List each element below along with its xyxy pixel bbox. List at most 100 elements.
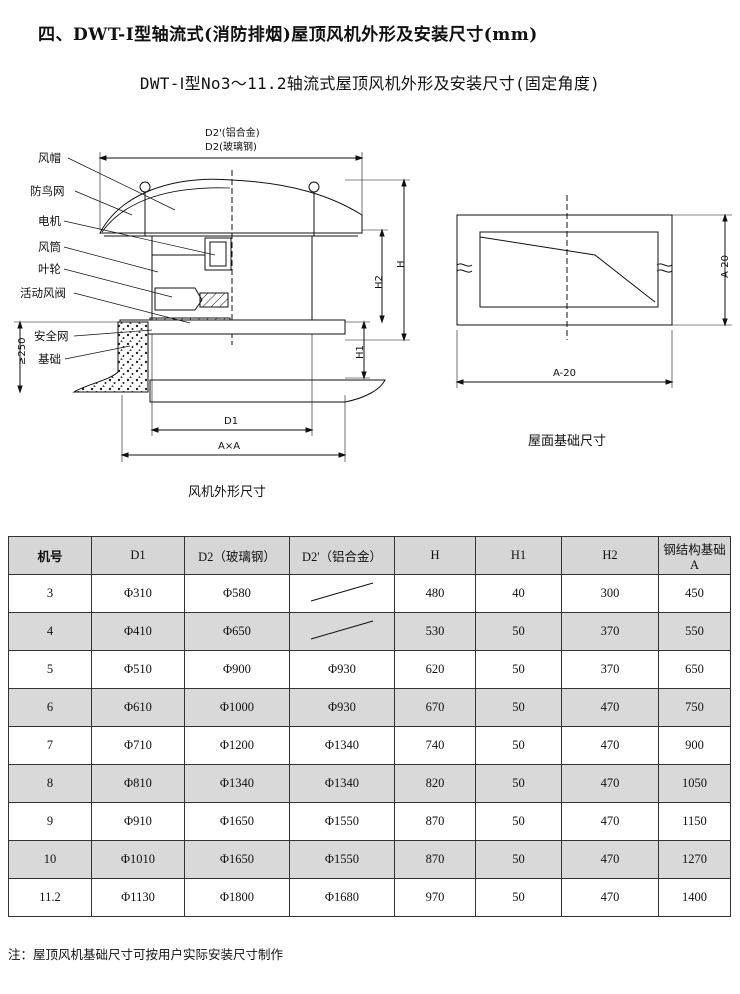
table-cell: 8 [8,764,92,803]
table-cell: Φ1340 [289,726,395,765]
table-cell: 750 [658,688,731,727]
table-cell: 50 [475,688,562,727]
hood-shape [99,178,363,234]
footnote: 注：屋顶风机基础尺寸可按用户实际安装尺寸制作 [8,947,284,962]
table-cell: 970 [394,878,476,917]
table-row: 9 Φ910 Φ1650 Φ1550 870 50 470 1150 [8,802,731,841]
table-cell: 740 [394,726,476,765]
header-d2: D2（玻璃钢） [184,536,290,575]
table-cell: 1050 [658,764,731,803]
not-applicable-slash [310,582,374,601]
label-safety-net: 安全网 [34,329,69,343]
dim-h: H [396,260,407,268]
base-plan-drawing [455,195,732,388]
label-motor: 电机 [38,214,61,228]
table-cell: Φ910 [91,802,185,841]
table-cell: Φ1550 [289,802,395,841]
label-hood: 风帽 [38,151,61,165]
header-h2: H2 [561,536,659,575]
spec-table: 机号 D1 D2（玻璃钢） D2'（铝合金） H H1 H2 钢结构基础A 3 … [8,536,731,917]
header-base-a: 钢结构基础A [658,536,731,575]
table-cell: Φ580 [184,574,290,613]
table-cell: Φ410 [91,612,185,651]
table-row: 6 Φ610 Φ1000 Φ930 670 50 470 750 [8,688,731,727]
table-cell: Φ610 [91,688,185,727]
table-cell: 650 [658,650,731,689]
table-cell: 7 [8,726,92,765]
header-model: 机号 [8,536,92,575]
table-cell: 50 [475,840,562,879]
header-h1: H1 [475,536,562,575]
table-cell: 10 [8,840,92,879]
base-height-label: A-20 [720,255,731,278]
table-cell: 470 [561,688,659,727]
table-cell: Φ1680 [289,878,395,917]
table-cell: 820 [394,764,476,803]
table-cell: 1270 [658,840,731,879]
table-cell: Φ1130 [91,878,185,917]
table-cell: Φ1800 [184,878,290,917]
fan-outline-drawing [14,152,410,462]
table-row: 7 Φ710 Φ1200 Φ1340 740 50 470 900 [8,726,731,765]
table-cell: Φ1200 [184,726,290,765]
dim-h1: H1 [355,345,366,359]
lifting-ring-left [139,181,151,193]
table-row: 3 Φ310 Φ580 480 40 300 450 [8,574,731,613]
table-cell: 50 [475,878,562,917]
impeller-shape [154,287,203,311]
concrete-base-shape [72,321,149,393]
technical-drawing: 风帽 防鸟网 电机 风筒 叶轮 活动风阀 安全网 基础 D2'(铝合金) D2(… [14,126,732,462]
dim-d2-alu: D2'(铝合金) [205,126,260,139]
table-cell: 50 [475,764,562,803]
table-cell: Φ900 [184,650,290,689]
table-cell: Φ1340 [184,764,290,803]
table-cell: 470 [561,726,659,765]
table-cell: 1150 [658,802,731,841]
label-foundation: 基础 [38,352,61,366]
table-cell-na [289,574,395,613]
table-row: 4 Φ410 Φ650 530 50 370 550 [8,612,731,651]
fan-drawing-caption: 风机外形尺寸 [188,485,267,500]
table-row: 10 Φ1010 Φ1650 Φ1550 870 50 470 1270 [8,840,731,879]
table-cell: Φ810 [91,764,185,803]
table-cell: 50 [475,612,562,651]
table-cell: Φ650 [184,612,290,651]
table-cell: 370 [561,650,659,689]
dim-axa: A×A [218,441,240,452]
table-cell: 1400 [658,878,731,917]
table-header-row: 机号 D1 D2（玻璃钢） D2'（铝合金） H H1 H2 钢结构基础A [8,536,731,575]
base-drawing-caption: 屋面基础尺寸 [528,434,607,449]
label-bird-net: 防鸟网 [30,184,65,198]
table-cell-na [289,612,395,651]
table-cell: 900 [658,726,731,765]
table-cell: 870 [394,840,476,879]
header-h: H [394,536,476,575]
table-cell: 450 [658,574,731,613]
header-d2-alu: D2'（铝合金） [289,536,395,575]
page-heading: 四、DWT-Ⅰ型轴流式(消防排烟)屋顶风机外形及安装尺寸(mm) [38,25,538,45]
table-cell: 550 [658,612,731,651]
table-cell: Φ310 [91,574,185,613]
table-cell: 530 [394,612,476,651]
table-cell: 300 [561,574,659,613]
table-cell: 50 [475,726,562,765]
table-cell: Φ930 [289,688,395,727]
table-cell: Φ1340 [289,764,395,803]
table-cell: 50 [475,650,562,689]
label-barrel: 风筒 [38,240,61,254]
table-cell: 480 [394,574,476,613]
dim-min-height: ≥250 [17,338,28,365]
table-cell: Φ710 [91,726,185,765]
table-cell: Φ1650 [184,802,290,841]
table-cell: 5 [8,650,92,689]
not-applicable-slash [310,620,374,639]
table-cell: 6 [8,688,92,727]
label-impeller: 叶轮 [38,262,61,276]
table-cell: 11.2 [8,878,92,917]
table-cell: Φ1650 [184,840,290,879]
lifting-ring-right [308,181,320,193]
label-damper: 活动风阀 [20,286,66,300]
table-cell: 470 [561,802,659,841]
table-cell: 620 [394,650,476,689]
table-cell: Φ510 [91,650,185,689]
